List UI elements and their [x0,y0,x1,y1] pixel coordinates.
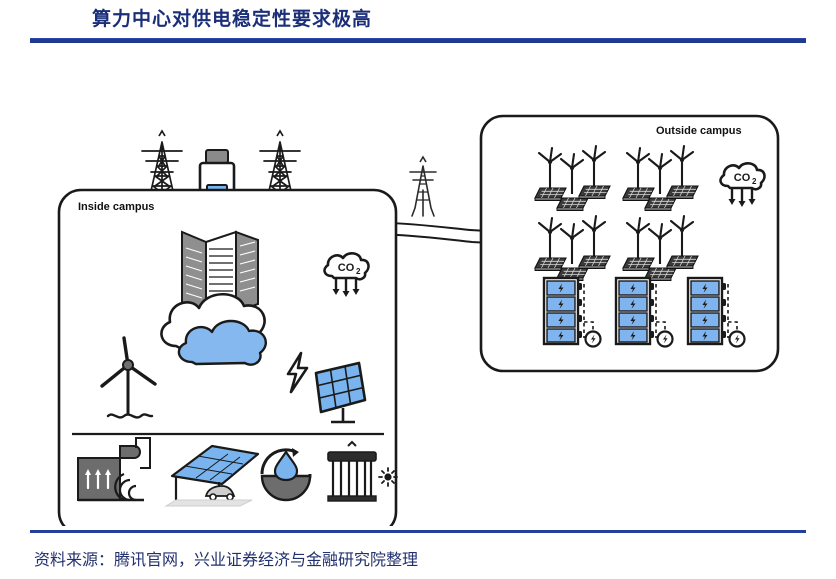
title-divider [30,38,806,43]
waste-heat-recovery-icon [77,437,151,502]
data-center-cloud-icon [160,230,267,366]
offshore-wind-turbine-icon [100,336,157,419]
footer-divider [30,530,806,533]
outside-campus-label: Outside campus [656,125,742,137]
radiant-heating-icon [327,440,398,502]
outside-campus-panel: Outside campus [479,114,780,373]
solar-panel-icon [314,361,367,424]
solar-carport-icon [164,444,260,507]
page-title: 算力中心对供电稳定性要求极高 [92,9,373,30]
water-recycling-icon [260,448,312,502]
inside-campus-label: Inside campus [78,201,154,213]
lightning-bolt-icon [286,351,309,394]
inside-campus-panel: Inside campus [57,188,398,526]
transmission-tower-icon [409,156,437,217]
source-note: 资料来源：腾讯官网，兴业证券经济与金融研究院整理 [34,552,419,569]
diagram-canvas: CO 2 [0,56,836,526]
